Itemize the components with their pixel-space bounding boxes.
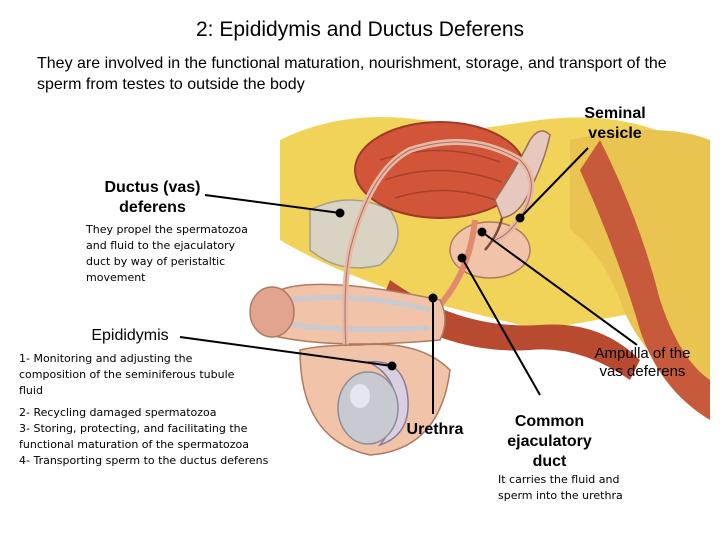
anatomy-illustration: [249, 117, 710, 456]
corpus-detail: [289, 295, 431, 332]
label-urethra: Urethra: [406, 421, 464, 438]
label-seminal-vesicle: Seminal vesicle: [584, 105, 646, 142]
pelvic-muscle-right: [580, 140, 710, 420]
epididymis-functions: 1- Monitoring and adjusting the composit…: [19, 352, 269, 467]
note-ductus-deferens: They propel the spermatozoa and fluid to…: [86, 223, 248, 284]
note-ejaculatory-duct: It carries the fluid and sperm into the …: [498, 473, 623, 502]
label-epididymis: Epididymis: [91, 327, 169, 344]
label-ductus-deferens: Ductus (vas) deferens: [104, 179, 201, 216]
testis: [337, 371, 399, 445]
testis-highlight: [350, 384, 370, 408]
bladder-folds: [379, 149, 503, 201]
label-ampulla: Ampulla of the vas deferens: [594, 345, 691, 380]
epididymis-shape: [365, 360, 409, 447]
glans: [249, 286, 295, 338]
label-ejaculatory-duct: Common ejaculatory duct: [507, 413, 592, 470]
slide-title: 2: Epididymis and Ductus Deferens: [196, 18, 524, 41]
intro-text: They are involved in the functional matu…: [37, 55, 667, 93]
